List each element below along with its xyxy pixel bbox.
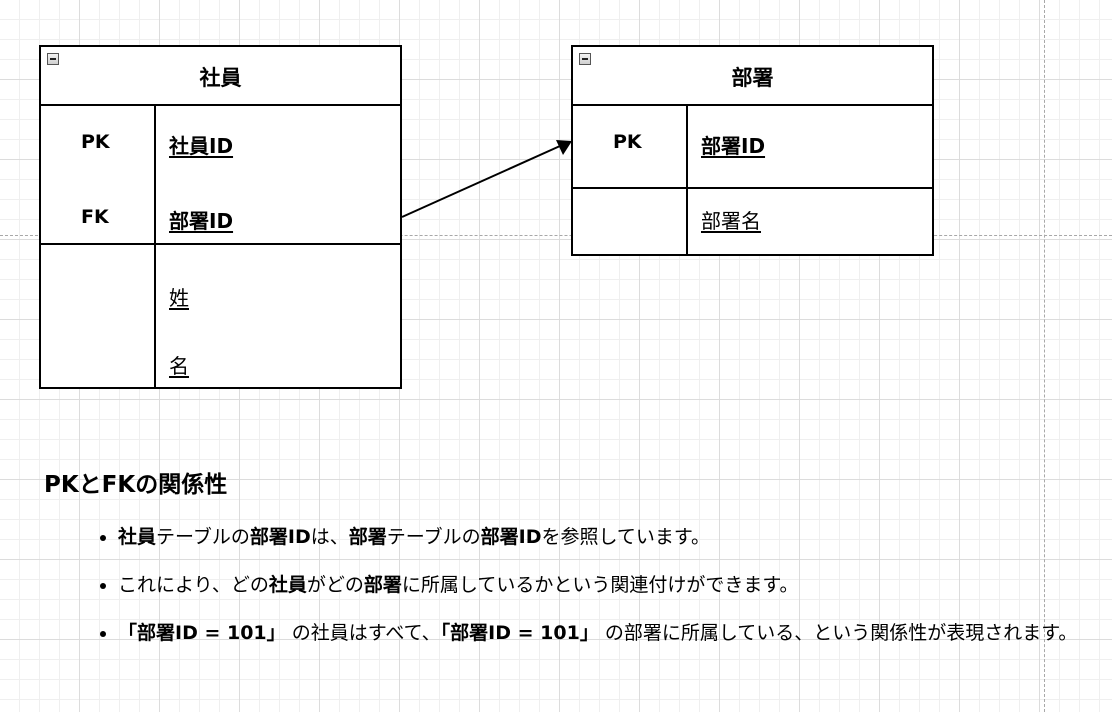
bold-text-run: 部署 <box>363 574 402 596</box>
employee-column-divider <box>154 104 156 387</box>
department-pk-label: PK <box>613 131 642 153</box>
text-run: は、 <box>310 526 349 548</box>
employee-fk-label: FK <box>81 206 109 228</box>
text-run: の部署に所属している、という関係性が表現されます。 <box>598 622 1078 644</box>
employee-entity-title: 社員 <box>199 66 242 90</box>
arrowhead-icon <box>556 140 572 155</box>
text-run: テーブルの <box>386 526 481 548</box>
notes-bullet-list: 社員テーブルの部署IDは、部署テーブルの部署IDを参照しています。 これにより、… <box>98 524 1098 668</box>
department-key-divider <box>573 187 932 189</box>
department-attr-name[interactable]: 部署名 <box>701 209 761 233</box>
bold-text-run: 「部署ID = 101」 <box>118 622 286 644</box>
bold-text-run: 部署ID <box>480 526 542 548</box>
employee-key-divider <box>41 243 400 245</box>
notes-bullet: これにより、どの社員がどの部署に所属しているかという関連付けができます。 <box>98 572 1098 598</box>
department-entity-header[interactable]: 部署 <box>573 47 932 106</box>
bold-text-run: 部署ID <box>249 526 311 548</box>
notes-bullet: 社員テーブルの部署IDは、部署テーブルの部署IDを参照しています。 <box>98 524 1098 550</box>
bold-text-run: 社員 <box>268 574 307 596</box>
department-column-divider <box>686 104 688 254</box>
notes-title: PKとFKの関係性 <box>44 472 228 498</box>
vertical-guide-line <box>1044 0 1045 712</box>
employee-pk-field[interactable]: 社員ID <box>169 134 234 158</box>
text-run: を参照しています。 <box>541 526 711 548</box>
department-pk-field[interactable]: 部署ID <box>701 134 766 158</box>
bold-text-run: 社員 <box>118 526 157 548</box>
collapse-icon[interactable] <box>579 53 591 65</box>
department-entity[interactable]: 部署 PK 部署ID 部署名 <box>571 45 934 256</box>
employee-pk-label: PK <box>81 131 110 153</box>
collapse-icon[interactable] <box>47 53 59 65</box>
employee-fk-field[interactable]: 部署ID <box>169 209 234 233</box>
employee-entity-header[interactable]: 社員 <box>41 47 400 106</box>
text-run: に所属しているかという関連付けができます。 <box>401 574 799 596</box>
employee-entity[interactable]: 社員 PK 社員ID FK 部署ID 姓 名 <box>39 45 402 389</box>
department-entity-title: 部署 <box>731 66 774 90</box>
text-run: の社員はすべて、 <box>285 622 441 644</box>
employee-attr-last-name[interactable]: 姓 <box>169 286 189 310</box>
bold-text-run: 「部署ID = 101」 <box>440 622 599 644</box>
relationship-connector-line[interactable] <box>401 145 561 218</box>
bold-text-run: 部署 <box>348 526 387 548</box>
text-run: がどの <box>306 574 364 596</box>
notes-bullet: 「部署ID = 101」 の社員はすべて、「部署ID = 101」 の部署に所属… <box>98 620 1098 646</box>
text-run: テーブルの <box>156 526 250 548</box>
employee-attr-first-name[interactable]: 名 <box>169 354 189 378</box>
text-run: これにより、どの <box>118 574 269 596</box>
horizontal-guide-line <box>0 235 1112 236</box>
